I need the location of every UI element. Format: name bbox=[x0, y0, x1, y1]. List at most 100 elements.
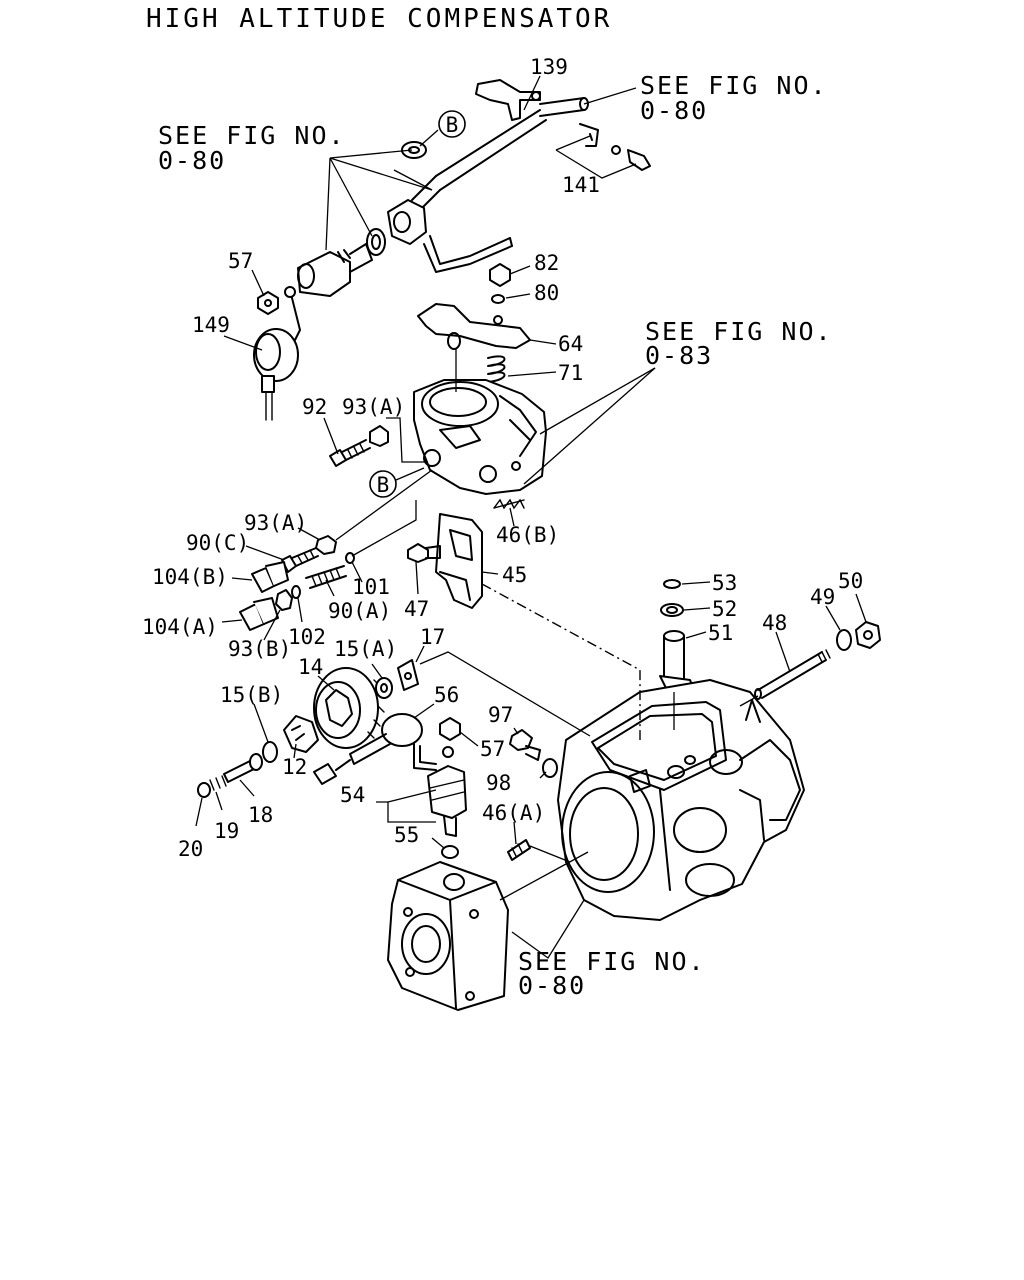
reference-note-top-left: SEE FIG NO. 0-80 bbox=[158, 121, 346, 175]
fig-number-text: 0-80 bbox=[518, 971, 586, 1000]
part-label-98: 98 bbox=[486, 771, 511, 795]
part-label-53: 53 bbox=[712, 571, 737, 595]
screw-90a bbox=[305, 565, 347, 589]
part-label-90a: 90(A) bbox=[328, 599, 391, 623]
part-label-46a: 46(A) bbox=[482, 801, 545, 825]
part-label-48: 48 bbox=[762, 611, 787, 635]
washer-53 bbox=[663, 579, 681, 589]
part-label-14: 14 bbox=[298, 655, 323, 679]
lever-64 bbox=[417, 303, 531, 350]
part-label-19: 19 bbox=[214, 819, 239, 843]
plug-104a bbox=[239, 597, 279, 631]
part-number-labels: 139 141 57 149 82 80 64 71 92 93(A) 93(A… bbox=[142, 55, 863, 861]
part-label-90c: 90(C) bbox=[186, 531, 249, 555]
washer-15b bbox=[262, 741, 278, 763]
fig-number-text: 0-80 bbox=[158, 146, 226, 175]
part-label-93a-lower: 93(A) bbox=[244, 511, 307, 535]
lever-45 bbox=[435, 513, 483, 609]
fuel-pipe bbox=[411, 97, 589, 273]
fig-number-text: 0-83 bbox=[645, 341, 713, 370]
part-label-50: 50 bbox=[838, 569, 863, 593]
see-fig-text: SEE FIG NO. bbox=[158, 121, 346, 150]
clip-and-screw-141 bbox=[579, 123, 651, 171]
flange-block bbox=[387, 861, 509, 1011]
part-label-149: 149 bbox=[192, 313, 230, 337]
washer-15a bbox=[375, 677, 393, 699]
part-label-97: 97 bbox=[488, 703, 513, 727]
nut-50 bbox=[855, 621, 881, 649]
spring-19 bbox=[209, 775, 227, 791]
part-label-139: 139 bbox=[530, 55, 568, 79]
nut-57-upper bbox=[257, 291, 279, 315]
part-label-52: 52 bbox=[712, 597, 737, 621]
reference-note-bottom: SEE FIG NO. 0-80 bbox=[518, 947, 704, 1000]
part-label-104b: 104(B) bbox=[152, 565, 228, 589]
nut-82 bbox=[489, 263, 511, 287]
nut-on-solenoid bbox=[439, 717, 461, 741]
stud-46a bbox=[507, 839, 531, 861]
valve-assembly-54 bbox=[427, 746, 467, 837]
weight-12 bbox=[283, 715, 319, 753]
washer-101 bbox=[345, 552, 355, 564]
marker-b-lower: B bbox=[369, 470, 397, 498]
part-label-15b: 15(B) bbox=[220, 683, 283, 707]
bolt-92 bbox=[329, 439, 371, 467]
part-label-18: 18 bbox=[248, 803, 273, 827]
marker-letter: B bbox=[377, 473, 390, 497]
cap-20 bbox=[197, 782, 211, 798]
shaft-48 bbox=[754, 649, 831, 700]
washer-80 bbox=[491, 294, 505, 304]
part-label-20: 20 bbox=[178, 837, 203, 861]
pump-housing bbox=[557, 679, 805, 921]
plate-17 bbox=[397, 659, 419, 691]
part-label-71: 71 bbox=[558, 361, 583, 385]
marker-b-upper: B bbox=[438, 110, 466, 138]
part-label-47: 47 bbox=[404, 597, 429, 621]
bolt-97 bbox=[509, 729, 541, 761]
part-label-15a: 15(A) bbox=[334, 637, 397, 661]
part-label-141: 141 bbox=[562, 173, 600, 197]
gear-14 bbox=[313, 667, 385, 749]
part-label-102: 102 bbox=[288, 625, 326, 649]
diagram-title: HIGH ALTITUDE COMPENSATOR bbox=[146, 4, 613, 34]
nut-93a-lower bbox=[315, 535, 337, 555]
plug-104b bbox=[251, 561, 289, 593]
part-label-56: 56 bbox=[434, 683, 459, 707]
nut-93a-upper bbox=[369, 425, 389, 447]
screw-90c bbox=[281, 547, 319, 573]
washer-52 bbox=[660, 603, 684, 617]
o-ring-55 bbox=[441, 845, 459, 859]
part-label-54: 54 bbox=[340, 783, 365, 807]
part-label-57-lower: 57 bbox=[480, 737, 505, 761]
part-label-51: 51 bbox=[708, 621, 733, 645]
see-fig-text: SEE FIG NO. bbox=[640, 71, 828, 100]
reference-note-middle-right: SEE FIG NO. 0-83 bbox=[645, 317, 831, 370]
part-label-80: 80 bbox=[534, 281, 559, 305]
solenoid-56 bbox=[313, 713, 437, 785]
nut-93b bbox=[275, 589, 293, 611]
marker-letter: B bbox=[446, 113, 459, 137]
part-label-55: 55 bbox=[394, 823, 419, 847]
part-label-45: 45 bbox=[502, 563, 527, 587]
spring-46b bbox=[493, 498, 525, 510]
part-label-17: 17 bbox=[420, 625, 445, 649]
sensor-149 bbox=[253, 297, 301, 421]
sensor-body bbox=[297, 243, 373, 297]
part-label-101: 101 bbox=[352, 575, 390, 599]
part-label-49: 49 bbox=[810, 585, 835, 609]
washer-98 bbox=[542, 758, 558, 778]
terminal-eye bbox=[284, 286, 296, 298]
part-label-64: 64 bbox=[558, 332, 583, 356]
part-label-93a-upper: 93(A) bbox=[342, 395, 405, 419]
governor-cover-housing bbox=[413, 379, 547, 495]
bolt-47 bbox=[407, 543, 441, 563]
part-label-82: 82 bbox=[534, 251, 559, 275]
part-label-92: 92 bbox=[302, 395, 327, 419]
part-label-57: 57 bbox=[228, 249, 253, 273]
reference-note-top-right: SEE FIG NO. 0-80 bbox=[640, 71, 828, 125]
shaft-18 bbox=[223, 753, 263, 783]
washer-102 bbox=[291, 585, 301, 599]
part-label-104a: 104(A) bbox=[142, 615, 218, 639]
bracket-139 bbox=[475, 79, 541, 121]
